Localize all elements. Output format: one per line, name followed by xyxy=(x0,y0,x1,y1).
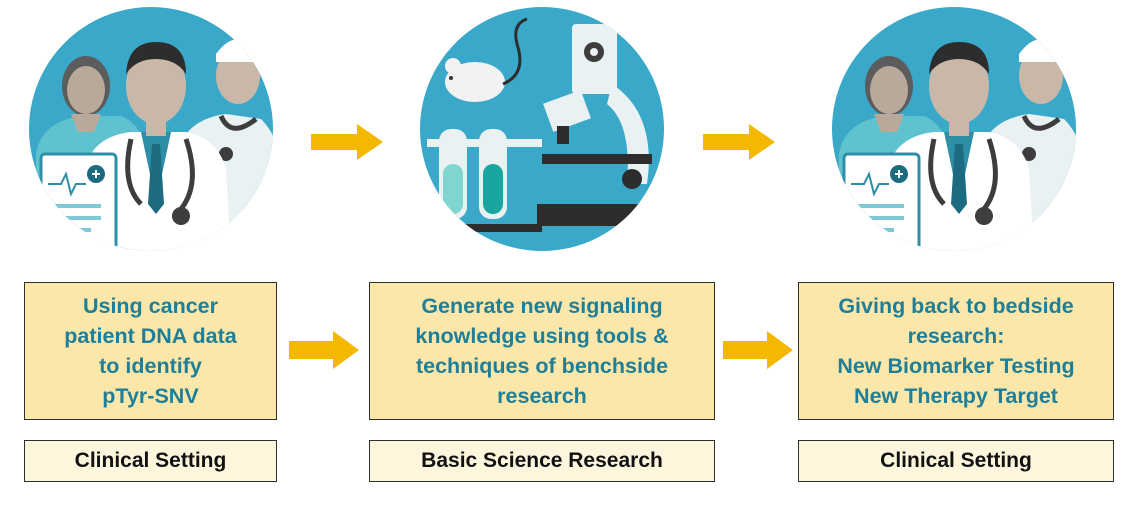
step-1-description: Using cancer patient DNA data to identif… xyxy=(64,294,237,408)
step-3-description: Giving back to bedside research: New Bio… xyxy=(837,294,1075,408)
step-2-setting-label: Basic Science Research xyxy=(369,440,715,482)
arrow-right-icon xyxy=(703,124,775,160)
step-3-setting-label: Clinical Setting xyxy=(798,440,1114,482)
arrow-right-icon xyxy=(289,331,359,369)
doctors-icon xyxy=(26,4,276,254)
arrow-right-icon xyxy=(723,331,793,369)
arrow-right-icon xyxy=(311,124,383,160)
step-2-description-box: Generate new signaling knowledge using t… xyxy=(369,282,715,420)
step-1-setting-label: Clinical Setting xyxy=(24,440,277,482)
step-1-description-box: Using cancer patient DNA data to identif… xyxy=(24,282,277,420)
lab-icon xyxy=(417,4,667,254)
step-3-description-box: Giving back to bedside research: New Bio… xyxy=(798,282,1114,420)
step-2-setting-text: Basic Science Research xyxy=(421,449,663,472)
step-1-setting-text: Clinical Setting xyxy=(74,449,227,472)
step-2-description: Generate new signaling knowledge using t… xyxy=(415,294,669,408)
step-3-setting-text: Clinical Setting xyxy=(880,449,1032,472)
doctors-icon xyxy=(829,4,1079,254)
